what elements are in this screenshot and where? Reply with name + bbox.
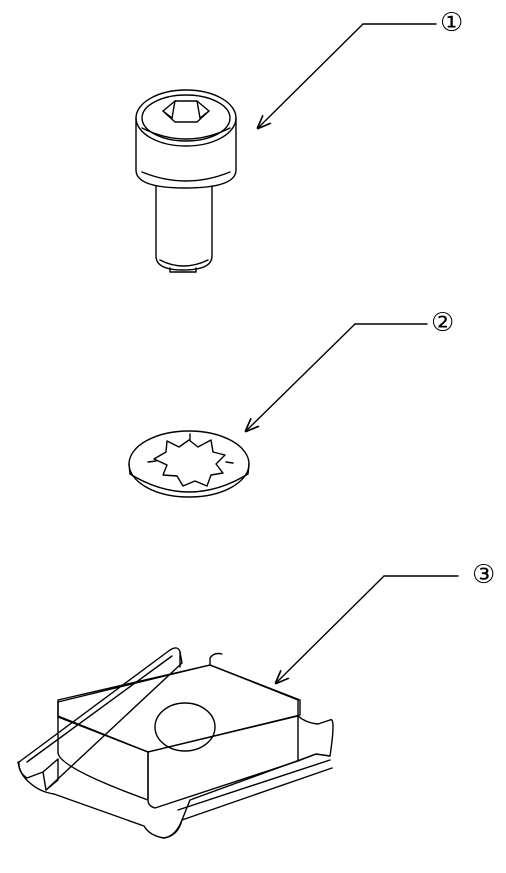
callout-2: ② <box>431 308 455 338</box>
callout-3: ③ <box>472 560 496 590</box>
cap-screw-drawing <box>136 90 236 272</box>
slot-nut-drawing <box>18 648 333 838</box>
leader-line-1 <box>258 24 436 128</box>
lock-washer-drawing <box>129 431 249 497</box>
callout-1: ① <box>440 8 464 38</box>
leader-line-3 <box>276 576 458 683</box>
leader-line-2 <box>246 324 427 431</box>
